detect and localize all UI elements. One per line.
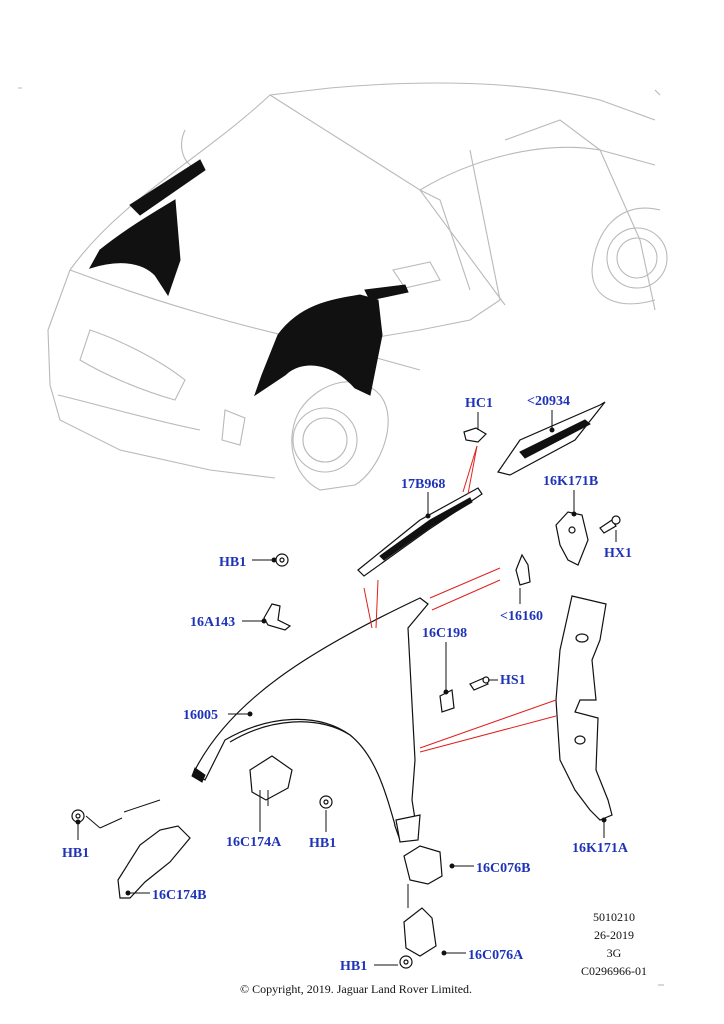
callout-lines [363,445,557,753]
label-hb1-left: HB1 [62,846,89,861]
part-labels: HC1 <20934 17B968 16K171B HX1 HB1 16A143… [62,394,632,974]
label-16c198: 16C198 [422,626,467,641]
part-hb1-left [71,809,85,823]
part-16k171a-insulator [555,595,613,821]
label-16c174b: 16C174B [152,888,206,903]
part-16k171b-bracket [555,511,589,566]
reference-code-2: 26-2019 [594,928,634,942]
part-17b968-seal [357,487,483,577]
part-hb1-mid [319,795,333,809]
label-16005: 16005 [183,708,218,723]
reference-code-3: 3G [607,946,622,960]
label-16c076b: 16C076B [476,861,530,876]
part-16c174a-bracket [249,755,293,801]
label-hc1: HC1 [465,396,493,411]
label-16k171b: 16K171B [543,474,598,489]
reference-code-4: C0296966-01 [581,964,647,978]
leader-lines [75,410,617,966]
part-hb1-top [275,553,289,567]
vehicle-fender-highlight [88,159,409,397]
label-16c076a: 16C076A [468,948,524,963]
part-hx1-screw [599,515,621,534]
label-hb1-bottom: HB1 [340,959,367,974]
label-hb1-top: HB1 [219,555,246,570]
label-hs1: HS1 [500,673,526,688]
label-hb1-mid: HB1 [309,836,336,851]
label-16160: <16160 [500,609,543,624]
part-hc1-clip [463,427,487,443]
reference-block: 5010210 26-2019 3G C0296966-01 [581,910,664,986]
part-16c076a-bracket [403,907,437,957]
part-20934-trim [497,401,606,476]
label-16c174a: 16C174A [226,835,282,850]
label-20934: <20934 [527,394,570,409]
label-16a143: 16A143 [190,615,235,630]
part-16005-fender [191,597,429,843]
copyright-text: © Copyright, 2019. Jaguar Land Rover Lim… [240,982,472,996]
part-16a143-bracket [263,603,292,631]
part-16160-clip [515,553,531,586]
vehicle-outline [18,82,668,491]
label-16k171a: 16K171A [572,841,629,856]
label-hx1: HX1 [604,546,632,561]
part-16c174b-bracket [117,825,191,899]
part-hb1-bottom [399,955,413,969]
label-17b968: 17B968 [401,477,445,492]
reference-code-1: 5010210 [593,910,635,924]
part-16c076b-bracket [403,845,443,885]
part-hs1-screw [469,676,490,691]
